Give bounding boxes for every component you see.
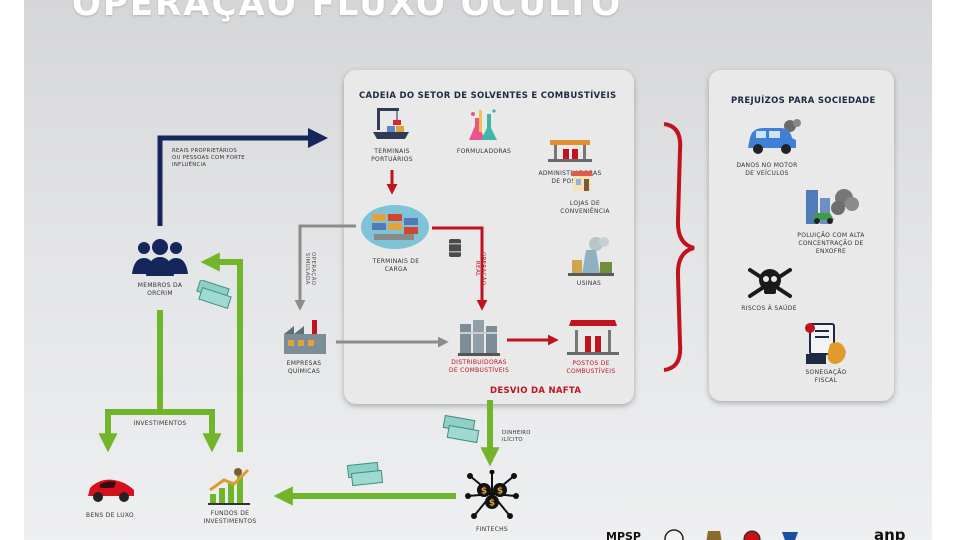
fintech-network-icon: $ $ $	[464, 469, 520, 526]
investimentos-label: INVESTIMENTOS	[133, 420, 187, 427]
operacao-real-label: OPERAÇÃO REAL	[474, 252, 486, 286]
svg-text:$: $	[489, 499, 495, 509]
riscos-saude-label: RISCOS À SAÚDE	[741, 305, 797, 312]
convenience-store-icon	[570, 170, 594, 196]
skull-icon	[746, 266, 794, 304]
distribuidoras-label: DISTRIBUIDORAS DE COMBUSTÍVEIS	[448, 359, 510, 374]
cash-stack-icon-members	[196, 279, 234, 316]
arrow-operacao-simulada	[294, 224, 356, 311]
port-terminal-icon	[371, 106, 411, 146]
lab-flasks-icon	[464, 108, 500, 146]
membros-orcrim-label: MEMBROS DA ORCRIM	[137, 282, 183, 297]
anp-logo: anp	[874, 526, 906, 540]
arrow-fundos-to-members	[200, 252, 243, 452]
postos-label: POSTOS DE COMBUSTÍVEIS	[566, 360, 616, 375]
page-title: OPERAÇÃO FLUXO OCULTO	[72, 0, 623, 24]
arrow-operacao-real	[432, 226, 488, 311]
chemical-factory-icon	[282, 318, 328, 360]
usinas-label: USINAS	[576, 280, 602, 287]
cargo-terminal-icon	[360, 200, 430, 256]
poluicao-label: POLUIÇÃO COM ALTA CONCENTRAÇÃO DE ENXOFR…	[797, 232, 865, 255]
danos-motor-label: DANOS NO MOTOR DE VEÍCULOS	[736, 162, 798, 177]
arrow-members-to-chain	[157, 128, 328, 226]
distributor-tanks-icon	[458, 318, 500, 360]
fintechs-label: FINTECHS	[475, 526, 509, 533]
sonegacao-label: SONEGAÇÃO FISCAL	[805, 369, 847, 384]
formuladoras-label: FORMULADORAS	[456, 148, 512, 155]
bens-de-luxo-label: BENS DE LUXO	[86, 512, 134, 519]
fuel-station-icon	[567, 320, 619, 360]
empresas-quimicas-label: EMPRESAS QUÍMICAS	[286, 360, 322, 375]
power-plant-icon	[568, 236, 614, 280]
members-group-icon	[130, 238, 190, 282]
operacao-simulada-label: OPERAÇÃO SIMULADA	[304, 252, 316, 286]
mpsp-logo: MPSP	[606, 530, 641, 540]
chain-panel-title: CADEIA DO SETOR DE SOLVENTES E COMBUSTÍV…	[359, 91, 617, 101]
dinheiro-ilicito-label: DINHEIRO ILÍCITO	[502, 430, 531, 443]
flow-arrows	[98, 122, 695, 506]
fundos-label: FUNDOS DE INVESTIMENTOS	[203, 510, 257, 525]
cash-stack-icon-fintech	[346, 460, 386, 494]
cash-stack-icon-dinheiro	[442, 414, 482, 452]
desvio-da-nafta-label: DESVIO DA NAFTA	[490, 386, 582, 396]
reais-proprietarios-label: REAIS PROPRIETÁRIOS OU PESSOAS COM FORTE…	[172, 148, 245, 168]
pollution-icon	[802, 186, 860, 232]
losses-panel-title: PREJUÍZOS PARA SOCIEDADE	[731, 96, 876, 106]
terminais-carga-label: TERMINAIS DE CARGA	[372, 258, 420, 273]
investment-growth-icon	[206, 466, 252, 510]
infographic-canvas: OPERAÇÃO FLUXO OCULTO CADEIA DO SETOR DE…	[24, 0, 932, 540]
damaged-car-icon	[742, 118, 804, 162]
svg-text:$: $	[481, 487, 487, 497]
gas-station-admin-icon	[548, 136, 592, 168]
lojas-label: LOJAS DE CONVENIÊNCIA	[560, 200, 610, 215]
losses-panel: PREJUÍZOS PARA SOCIEDADE	[709, 70, 894, 401]
barrel-icon	[448, 238, 462, 262]
red-brace	[663, 122, 695, 372]
tax-evasion-icon	[804, 322, 852, 370]
terminais-portuarios-label: TERMINAIS PORTUÁRIOS	[371, 148, 413, 163]
police-badge-logo-icon	[664, 528, 804, 540]
svg-text:$: $	[497, 487, 503, 497]
sports-car-icon	[86, 474, 136, 508]
